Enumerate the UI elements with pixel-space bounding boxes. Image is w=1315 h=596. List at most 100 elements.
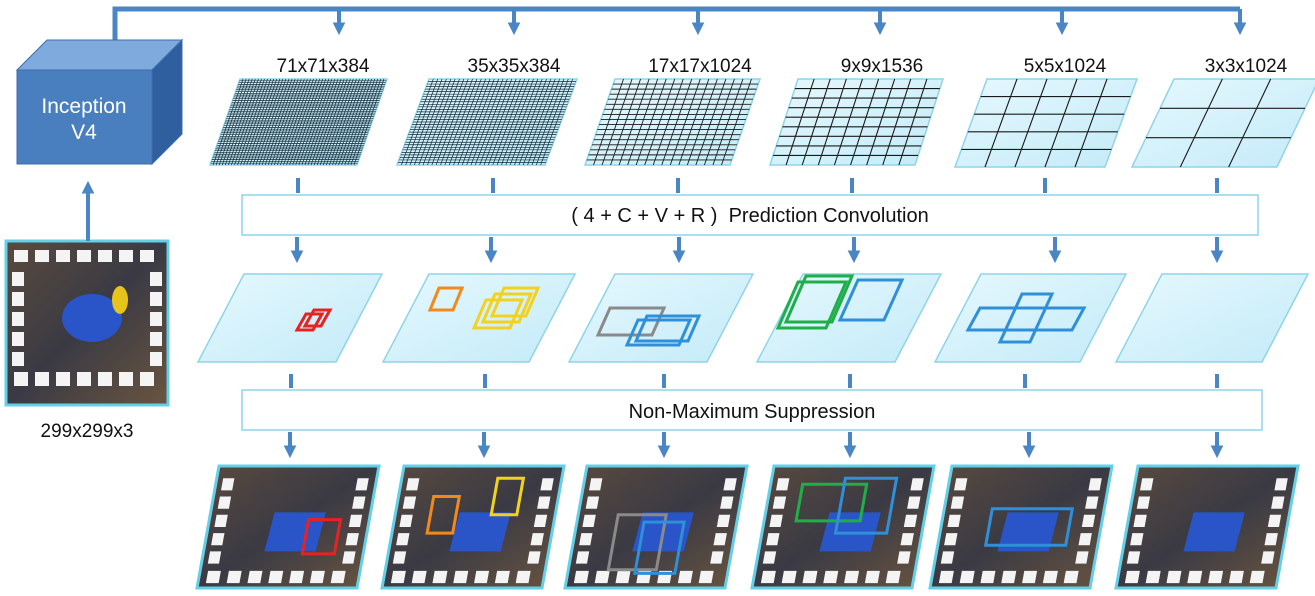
- marker-square: [453, 570, 469, 584]
- marker-square: [585, 496, 600, 509]
- output-image-3: [563, 464, 749, 590]
- grid-line: [1044, 78, 1078, 168]
- output-image-2: [380, 464, 566, 590]
- marker-square: [823, 570, 839, 584]
- candidate-box-3: [427, 286, 465, 312]
- prediction-plane-1: [196, 273, 384, 363]
- grid-line: [509, 78, 543, 166]
- candidate-box-11: [783, 274, 855, 324]
- candidate-box-14: [997, 292, 1055, 344]
- marker-square: [1124, 570, 1140, 584]
- output-object: [997, 512, 1059, 552]
- output-images: [195, 464, 1300, 590]
- input-marker-square: [12, 292, 24, 306]
- marker-square: [474, 570, 490, 584]
- input-marker-square: [150, 332, 162, 346]
- output-object: [264, 512, 326, 552]
- grid-line: [882, 78, 912, 166]
- feature-map-2: [395, 78, 579, 166]
- marker-square: [1274, 478, 1288, 491]
- marker-square: [710, 551, 724, 564]
- grid-line: [492, 78, 526, 166]
- marker-square: [537, 496, 551, 509]
- input-marker-square: [119, 372, 133, 386]
- grid-line: [505, 78, 539, 166]
- marker-square: [1267, 514, 1282, 527]
- marker-square: [1261, 551, 1275, 564]
- marker-square: [345, 533, 359, 546]
- marker-square: [582, 514, 596, 527]
- marker-square: [900, 533, 914, 546]
- marker-square: [1133, 514, 1147, 527]
- grid-line: [1179, 78, 1223, 168]
- marker-square: [494, 570, 510, 584]
- input-marker-square: [150, 312, 162, 326]
- candidate-box-10: [775, 280, 849, 330]
- feature-map-labels: 71x71x384 35x35x384 17x17x1024 9x9x1536 …: [277, 56, 1288, 77]
- marker-square: [723, 478, 737, 491]
- grid-line: [601, 78, 633, 166]
- marker-square: [527, 551, 541, 564]
- grid-line: [353, 78, 385, 166]
- marker-square: [1136, 496, 1151, 509]
- grid-line: [593, 78, 624, 166]
- marker-square: [720, 496, 734, 509]
- input-marker-square: [35, 372, 49, 386]
- marker-square: [211, 533, 225, 546]
- prediction-convolution-box: ( 4 + C + V + R ) Prediction Convolution: [241, 194, 1259, 236]
- marker-square: [698, 570, 714, 584]
- marker-square: [1140, 478, 1154, 491]
- marker-square: [226, 570, 242, 584]
- input-marker-square: [56, 250, 70, 262]
- feature-map-6: [1130, 78, 1315, 168]
- marker-square: [897, 551, 911, 564]
- output-image-6: [1114, 464, 1300, 590]
- feature-map-label-3: 17x17x1024: [648, 56, 752, 77]
- input-marker-square: [140, 372, 154, 386]
- input-marker-square: [150, 352, 162, 366]
- grid-line: [488, 78, 521, 166]
- marker-square: [677, 570, 693, 584]
- marker-square: [940, 551, 955, 564]
- output-object: [1183, 512, 1245, 552]
- marker-square: [1187, 570, 1203, 584]
- candidate-box-1: [294, 312, 325, 332]
- grid-line: [535, 78, 569, 166]
- marker-square: [1130, 533, 1144, 546]
- grid-line: [522, 78, 556, 166]
- marker-square: [910, 478, 924, 491]
- grid-line: [785, 78, 815, 166]
- nms-label: Non-Maximum Suppression: [629, 401, 876, 423]
- marker-square: [330, 570, 346, 584]
- grid-line: [669, 78, 701, 166]
- input-marker-square: [150, 292, 162, 306]
- grid-line: [721, 78, 752, 166]
- candidate-box-8: [624, 318, 693, 347]
- grid-line: [338, 78, 369, 166]
- input-object-detail: [112, 286, 128, 314]
- input-marker-square: [12, 332, 24, 346]
- marker-square: [594, 570, 610, 584]
- input-object: [62, 294, 122, 342]
- candidate-box-5: [480, 292, 534, 324]
- marker-square: [944, 533, 958, 546]
- grid-line: [898, 78, 928, 166]
- grid-line: [1014, 78, 1048, 168]
- grid-line: [833, 78, 863, 166]
- input-image: 299x299x3: [4, 239, 170, 442]
- marker-square: [1228, 570, 1244, 584]
- prediction-convolution-frame: [241, 194, 1259, 236]
- marker-square: [776, 478, 790, 491]
- feature-map-plane: [768, 78, 945, 166]
- grid-line: [635, 78, 667, 166]
- detection-box-2: [833, 476, 899, 535]
- marker-square: [247, 570, 263, 584]
- marker-square: [221, 478, 235, 491]
- feature-map-label-4: 9x9x1536: [841, 56, 923, 77]
- grid-line: [850, 78, 880, 166]
- input-marker-square: [119, 250, 133, 262]
- input-marker-square: [35, 250, 49, 262]
- marker-square: [402, 496, 417, 509]
- marker-square: [515, 570, 531, 584]
